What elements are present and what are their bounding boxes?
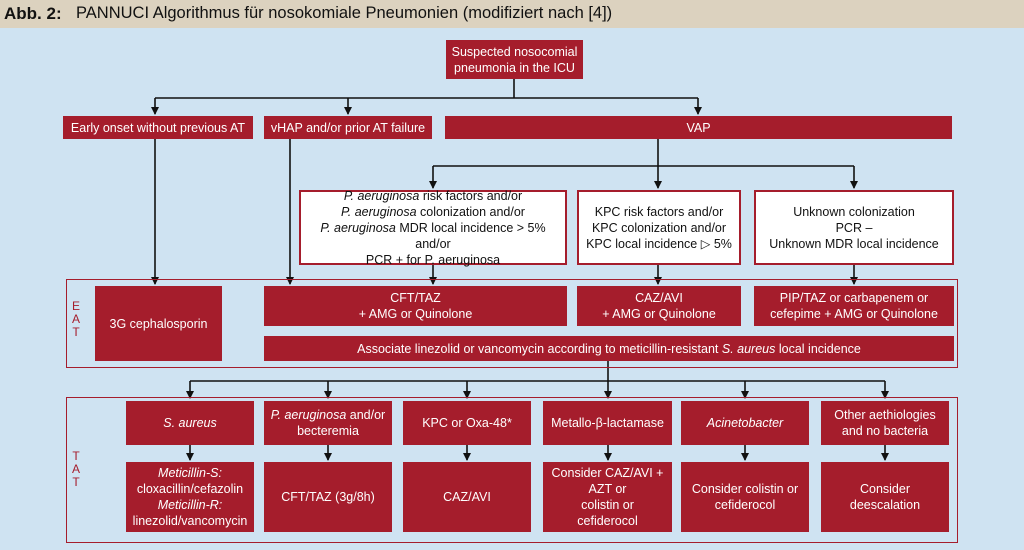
kpc-oxa-node: KPC or Oxa-48* <box>403 401 531 445</box>
kpc-therapy-node: CAZ/AVI <box>403 462 531 532</box>
vap-node: VAP <box>445 116 952 139</box>
acinetobacter-node: Acinetobacter <box>681 401 809 445</box>
linezolid-node: Associate linezolid or vancomycin accord… <box>264 336 954 361</box>
cephalosporin-node: 3G cephalosporin <box>95 286 222 361</box>
s-aureus-therapy-node: Meticillin-S: cloxacillin/cefazolin Meti… <box>126 462 254 532</box>
tat-frame <box>66 397 958 543</box>
cft-taz-eat-node: CFT/TAZ+ AMG or Quinolone <box>264 286 567 326</box>
figure-title: PANNUCI Algorithmus für nosokomiale Pneu… <box>76 4 613 22</box>
metallo-therapy-node: Consider CAZ/AVI + AZT or colistin or ce… <box>543 462 672 532</box>
pa-risk-node: P. aeruginosa risk factors and/or P. aer… <box>299 189 567 267</box>
caz-avi-eat-node: CAZ/AVI+ AMG or Quinolone <box>577 286 741 326</box>
figure-header: Abb. 2: PANNUCI Algorithmus für nosokomi… <box>0 0 1024 28</box>
pa-therapy-node: CFT/TAZ (3g/8h) <box>264 462 392 532</box>
vhap-node: vHAP and/or prior AT failure <box>264 116 432 139</box>
eat-frame <box>66 279 958 368</box>
metallo-node: Metallo-β-lactamase <box>543 401 672 445</box>
root-node: Suspected nosocomial pneumonia in the IC… <box>446 40 583 79</box>
kpc-risk-node: KPC risk factors and/or KPC colonization… <box>577 190 741 265</box>
figure-label: Abb. 2: <box>4 4 62 23</box>
s-aureus-node: S. aureus <box>126 401 254 445</box>
unknown-colonization-node: Unknown colonization PCR – Unknown MDR l… <box>754 190 954 265</box>
early-onset-node: Early onset without previous AT <box>63 116 253 139</box>
